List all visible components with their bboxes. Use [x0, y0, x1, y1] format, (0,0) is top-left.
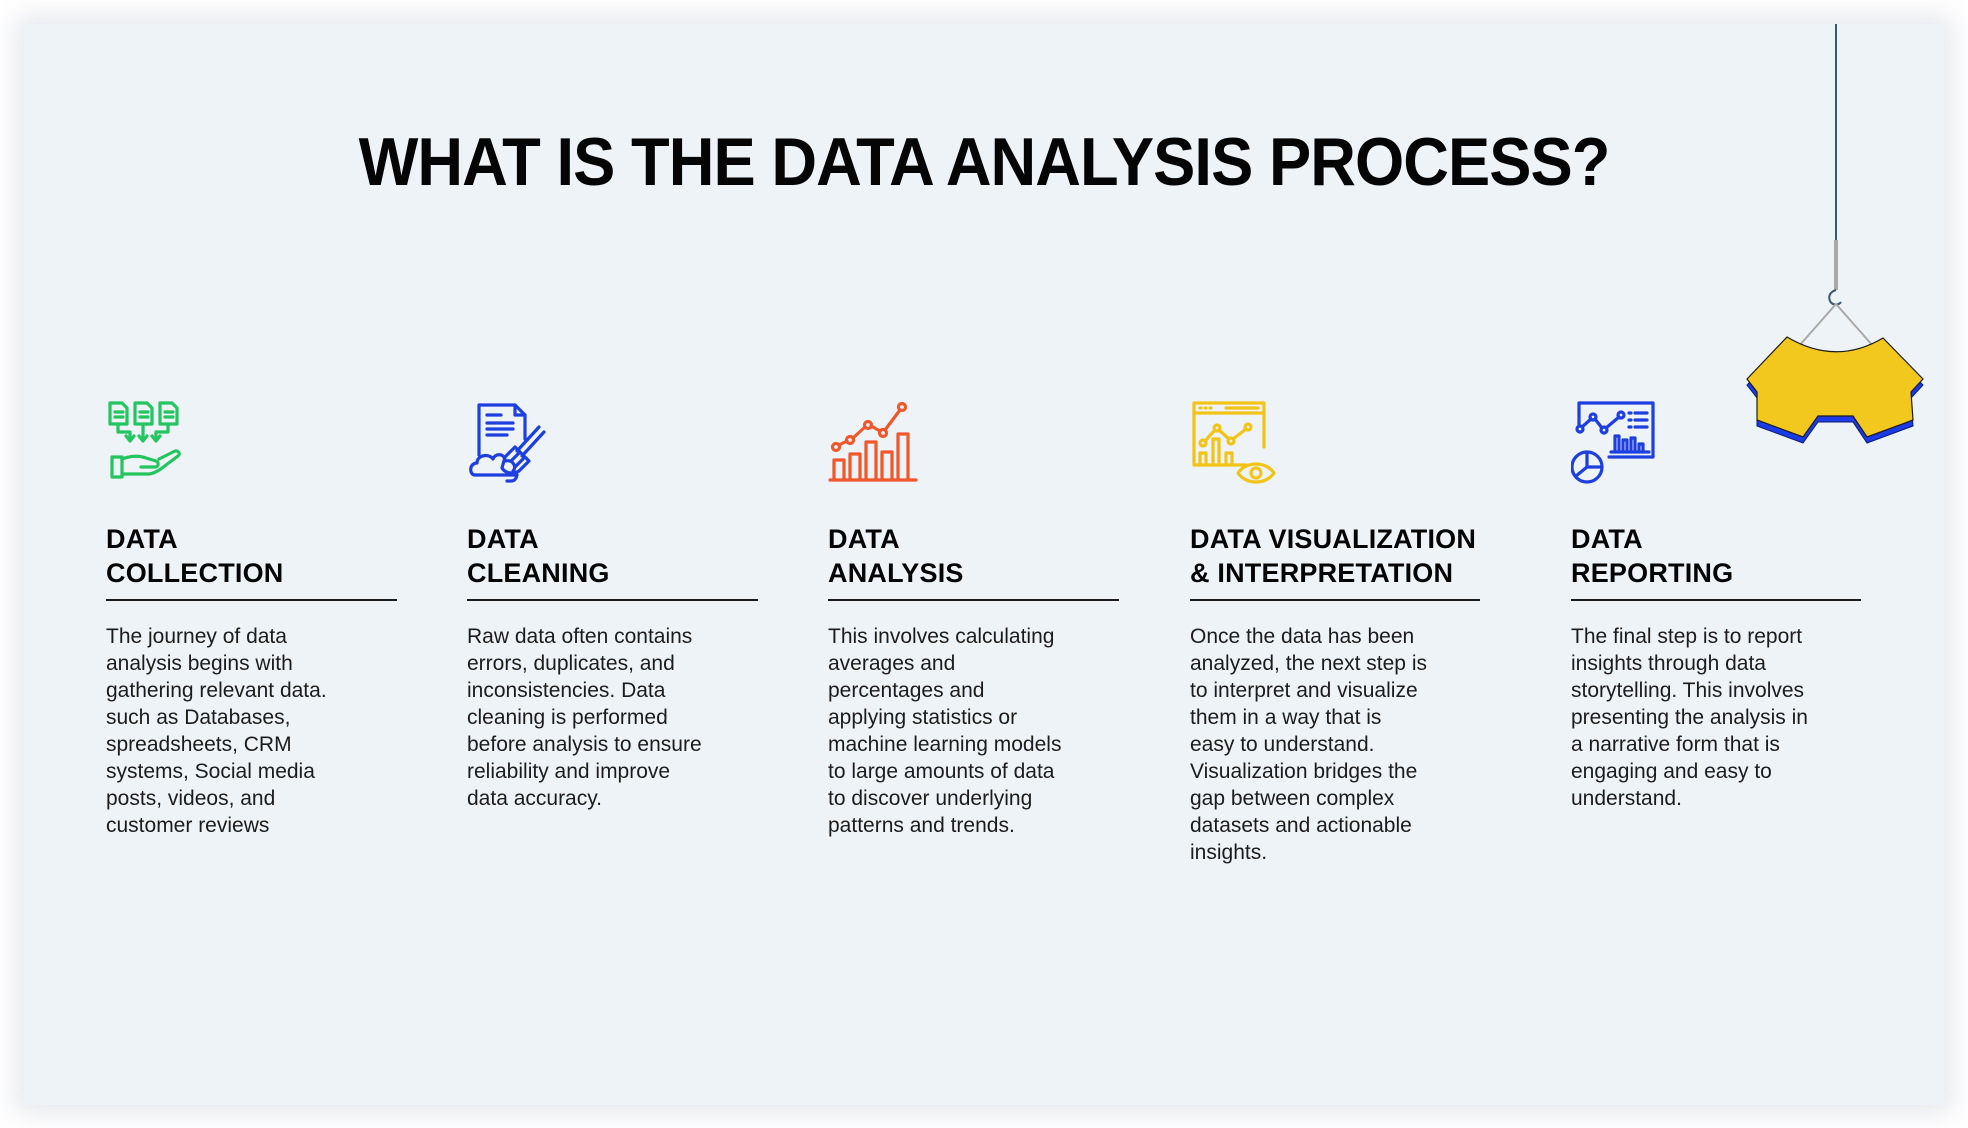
report-board-pie-chart-icon [1571, 401, 1655, 484]
step-heading: DATA VISUALIZATION & INTERPRETATION [1190, 524, 1477, 588]
step-description: This involves calculating averages and p… [828, 625, 1062, 837]
step-heading: DATA ANALYSIS [828, 524, 964, 588]
crane-hook-puzzle-piece-icon [1746, 24, 1924, 444]
step-data-collection: DATA COLLECTION The journey of data anal… [106, 395, 397, 837]
slide-card [24, 24, 1944, 1105]
step-description: The journey of data analysis begins with… [106, 625, 327, 837]
divider [106, 599, 397, 601]
bar-line-chart-growth-icon [828, 401, 918, 482]
hand-receiving-documents-icon [108, 401, 181, 479]
dashboard-chart-eye-icon [1192, 401, 1276, 484]
step-data-analysis: DATA ANALYSIS This involves calculating … [828, 395, 1119, 837]
document-broom-cleaning-icon [469, 403, 546, 483]
step-heading: DATA CLEANING [467, 524, 610, 588]
divider [828, 599, 1119, 601]
step-heading: DATA COLLECTION [106, 524, 284, 588]
step-data-cleaning: DATA CLEANING Raw data often contains er… [467, 395, 758, 810]
divider [1190, 599, 1480, 601]
step-data-visualization: DATA VISUALIZATION & INTERPRETATION Once… [1190, 395, 1480, 864]
step-description: Once the data has been analyzed, the nex… [1190, 625, 1427, 864]
step-description: Raw data often contains errors, duplicat… [467, 625, 702, 810]
step-data-reporting: DATA REPORTING The final step is to repo… [1571, 395, 1861, 810]
divider [467, 599, 758, 601]
step-heading: DATA REPORTING [1571, 524, 1734, 588]
divider [1571, 599, 1861, 601]
page-title: WHAT IS THE DATA ANALYSIS PROCESS? [358, 124, 1611, 200]
step-description: The final step is to report insights thr… [1571, 625, 1808, 810]
